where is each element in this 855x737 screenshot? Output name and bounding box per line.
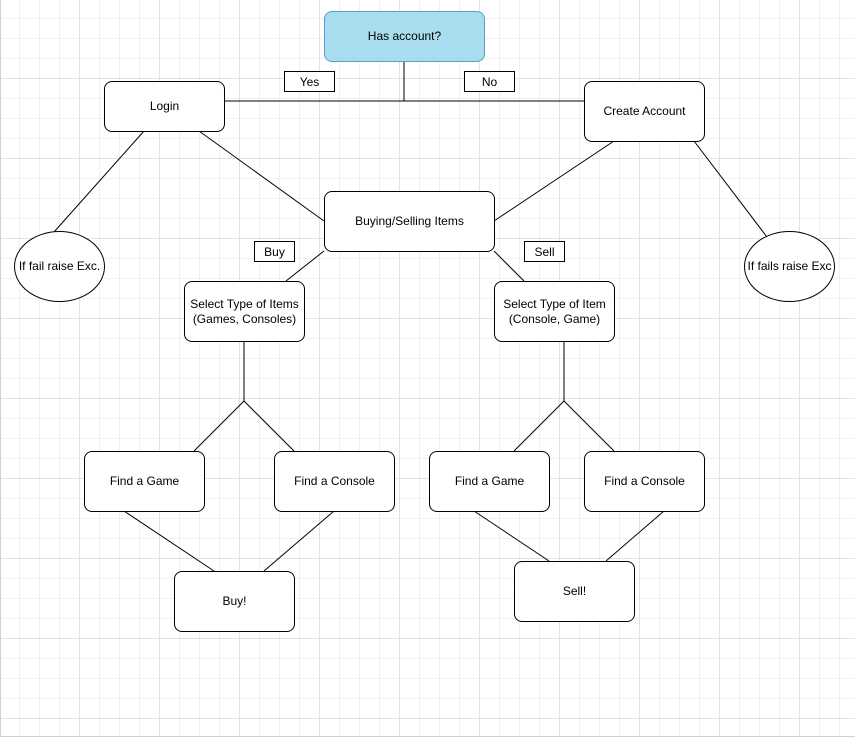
fail-right-node[interactable]: If fails raise Exc <box>744 231 835 302</box>
sell-find-console-node[interactable]: Find a Console <box>584 451 705 512</box>
has-account-node[interactable]: Has account? <box>324 11 485 62</box>
sell-label: Sell <box>524 241 565 262</box>
sell-node[interactable]: Sell! <box>514 561 635 622</box>
buying-selling-node[interactable]: Buying/Selling Items <box>324 191 495 252</box>
buy-find-game-node[interactable]: Find a Game <box>84 451 205 512</box>
edge-login-fail <box>53 130 145 233</box>
select-buy-node[interactable]: Select Type of Items (Games, Consoles) <box>184 281 305 342</box>
edge-create-buying <box>493 140 615 222</box>
buy-node[interactable]: Buy! <box>174 571 295 632</box>
edge-sell-console-sell <box>605 510 665 562</box>
login-node[interactable]: Login <box>104 81 225 132</box>
edge-select-sell-branch-right <box>563 400 615 452</box>
edge-sell-game-sell <box>473 510 550 562</box>
edge-select-buy-branch-right <box>243 400 295 452</box>
buy-label: Buy <box>254 241 295 262</box>
create-account-node[interactable]: Create Account <box>584 81 705 142</box>
fail-left-node[interactable]: If fail raise Exc. <box>14 231 105 302</box>
edge-create-fail <box>693 140 768 238</box>
yes-label: Yes <box>284 71 335 92</box>
buy-find-console-node[interactable]: Find a Console <box>274 451 395 512</box>
edge-login-buying <box>198 130 325 222</box>
edge-select-sell-branch <box>513 341 565 452</box>
edge-buying-select-sell <box>493 250 525 282</box>
no-label: No <box>464 71 515 92</box>
edge-buying-select-buy <box>285 250 325 282</box>
edge-select-buy-branch <box>193 341 245 452</box>
edge-buy-game-buy <box>123 510 215 572</box>
edge-buy-console-buy <box>263 510 335 572</box>
sell-find-game-node[interactable]: Find a Game <box>429 451 550 512</box>
select-sell-node[interactable]: Select Type of Item (Console, Game) <box>494 281 615 342</box>
